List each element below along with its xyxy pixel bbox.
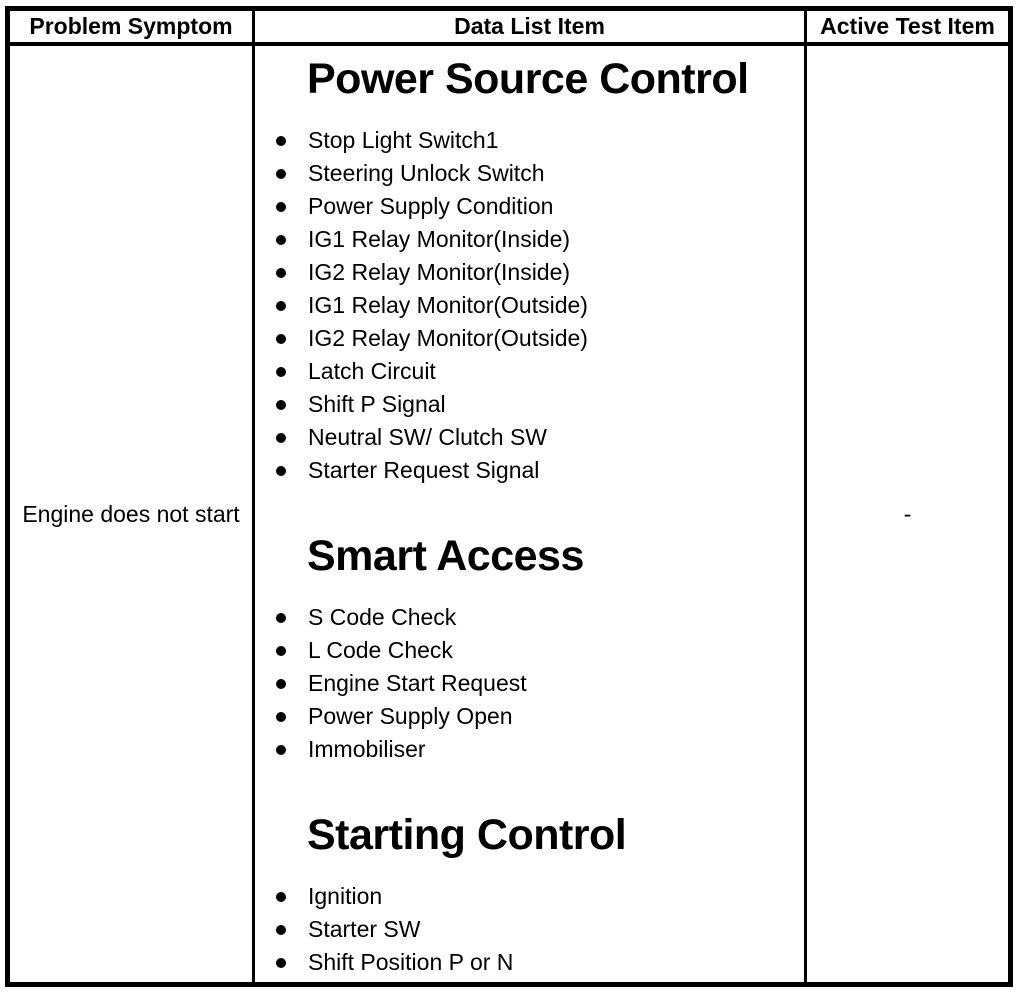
data-list-item: IG1 Relay Monitor(Inside) [255, 223, 804, 256]
data-list-item-label: Starter Request Signal [308, 457, 540, 483]
section-title: Power Source Control [307, 55, 749, 103]
bullet-icon [276, 135, 286, 146]
data-list-item-label: IG1 Relay Monitor(Outside) [308, 292, 588, 318]
data-list-item: Starter Request Signal [255, 454, 804, 487]
section-item-list: S Code Check L Code Check Engine Start R… [255, 601, 804, 766]
active-test-cell: - [807, 46, 1008, 982]
data-list-item: Ignition [255, 880, 804, 913]
column-header-problem-symptom: Problem Symptom [10, 11, 255, 46]
bullet-icon [276, 924, 286, 935]
data-list-item-label: Steering Unlock Switch [308, 160, 545, 186]
section-item-list: Ignition Starter SW Shift Position P or … [255, 880, 804, 979]
symptom-data-table: Problem Symptom Data List Item Active Te… [5, 6, 1013, 987]
data-list-item-label: S Code Check [308, 604, 457, 630]
bullet-icon [276, 366, 286, 377]
data-list-item: IG2 Relay Monitor(Inside) [255, 256, 804, 289]
data-list-item-label: Stop Light Switch1 [308, 127, 499, 153]
bullet-icon [276, 678, 286, 689]
bullet-icon [276, 645, 286, 656]
data-list-section: Smart Access S Code Check L Code Check E… [255, 533, 804, 766]
data-list-item-label: Ignition [308, 883, 383, 909]
bullet-icon [276, 432, 286, 443]
data-list-item-label: IG1 Relay Monitor(Inside) [308, 226, 571, 252]
bullet-icon [276, 612, 286, 623]
data-list-item: L Code Check [255, 634, 804, 667]
data-list-item: Power Supply Open [255, 700, 804, 733]
column-header-active-test-item: Active Test Item [807, 11, 1008, 46]
data-list-item-label: Power Supply Open [308, 703, 513, 729]
section-title: Smart Access [307, 532, 584, 580]
data-list-item: Steering Unlock Switch [255, 157, 804, 190]
bullet-icon [276, 300, 286, 311]
data-list-item: Starter SW [255, 913, 804, 946]
bullet-icon [276, 333, 286, 344]
data-list-item-label: Shift P Signal [308, 391, 446, 417]
data-list-item-label: IG2 Relay Monitor(Outside) [308, 325, 588, 351]
data-list-section: Power Source Control Stop Light Switch1 … [255, 56, 804, 487]
data-list-item-label: Neutral SW/ Clutch SW [308, 424, 547, 450]
column-header-data-list-item: Data List Item [255, 11, 807, 46]
data-list-item: IG2 Relay Monitor(Outside) [255, 322, 804, 355]
data-list-item: S Code Check [255, 601, 804, 634]
data-list-item: IG1 Relay Monitor(Outside) [255, 289, 804, 322]
problem-symptom-cell: Engine does not start [10, 46, 255, 982]
data-list-item: Power Supply Condition [255, 190, 804, 223]
data-list-section: Starting Control Ignition Starter SW Shi… [255, 812, 804, 979]
bullet-icon [276, 957, 286, 968]
section-item-list: Stop Light Switch1 Steering Unlock Switc… [255, 124, 804, 487]
section-title: Starting Control [307, 811, 627, 859]
active-test-value: - [903, 500, 912, 527]
bullet-icon [276, 399, 286, 410]
data-list-cell: Power Source Control Stop Light Switch1 … [255, 46, 807, 982]
data-list-item-label: Power Supply Condition [308, 193, 554, 219]
column-header-label: Active Test Item [820, 13, 995, 39]
data-list-item: Shift Position P or N [255, 946, 804, 979]
bullet-icon [276, 201, 286, 212]
problem-symptom-text: Engine does not start [22, 500, 240, 527]
data-list-item: Engine Start Request [255, 667, 804, 700]
data-list-item: Neutral SW/ Clutch SW [255, 421, 804, 454]
bullet-icon [276, 891, 286, 902]
bullet-icon [276, 267, 286, 278]
data-list-item-label: IG2 Relay Monitor(Inside) [308, 259, 571, 285]
bullet-icon [276, 711, 286, 722]
data-list-item: Stop Light Switch1 [255, 124, 804, 157]
column-header-label: Data List Item [454, 13, 605, 39]
bullet-icon [276, 234, 286, 245]
data-list-item: Shift P Signal [255, 388, 804, 421]
bullet-icon [276, 168, 286, 179]
data-list-item-label: Engine Start Request [308, 670, 527, 696]
bullet-icon [276, 465, 286, 476]
bullet-icon [276, 744, 286, 755]
data-list-item: Immobiliser [255, 733, 804, 766]
data-list-item-label: Latch Circuit [308, 358, 436, 384]
data-list-item-label: Shift Position P or N [308, 949, 514, 975]
data-list-item-label: Starter SW [308, 916, 421, 942]
data-list-item: Latch Circuit [255, 355, 804, 388]
data-list-item-label: Immobiliser [308, 736, 426, 762]
data-list-item-label: L Code Check [308, 637, 453, 663]
column-header-label: Problem Symptom [29, 13, 233, 39]
